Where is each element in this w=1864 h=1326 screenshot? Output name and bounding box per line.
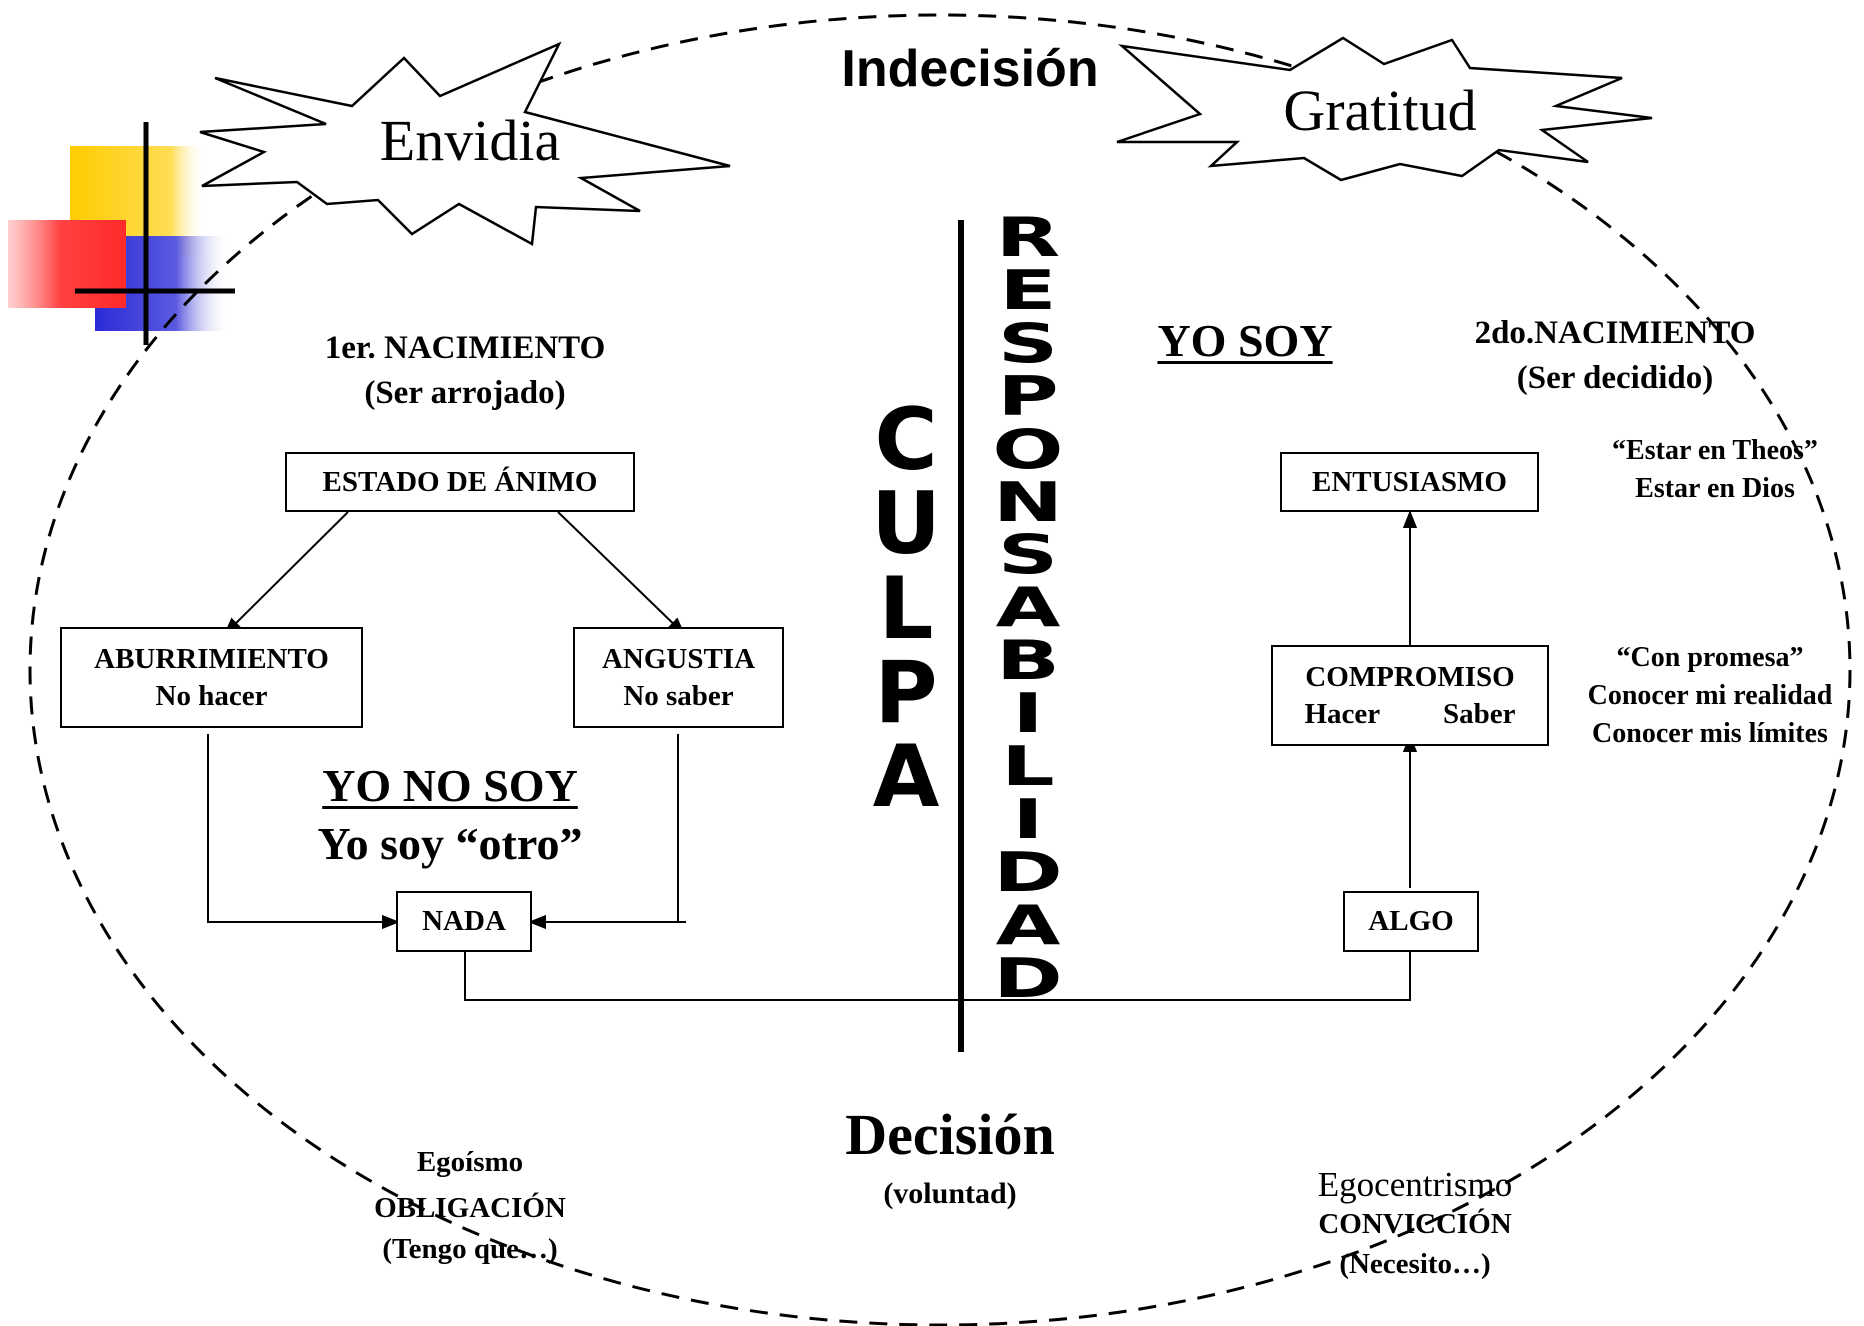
decision-label: Decisión: [845, 1102, 1055, 1167]
second-birth-subtitle: (Ser decidido): [1516, 360, 1714, 396]
responsabilidad-letter: S: [997, 523, 1059, 587]
second-birth-title: 2do.NACIMIENTO: [1474, 315, 1756, 351]
yo-no-soy-heading: YO NO SOY: [322, 760, 578, 811]
saber-label: Saber: [1443, 697, 1516, 730]
indecision-title: Indecisión: [841, 40, 1099, 98]
compromiso-label: COMPROMISO: [1305, 661, 1515, 694]
entusiasmo-label: ENTUSIASMO: [1312, 465, 1507, 498]
responsabilidad-letter: L: [1001, 735, 1055, 799]
culpa-letter: P: [874, 642, 938, 743]
responsabilidad-letter: D: [993, 946, 1063, 1010]
responsabilidad-letter: R: [995, 206, 1061, 269]
first-birth-title: 1er. NACIMIENTO: [324, 330, 606, 366]
nada-label: NADA: [422, 905, 506, 938]
hacer-label: Hacer: [1304, 697, 1381, 730]
envidia-starburst: [199, 41, 731, 246]
responsabilidad-letter: N: [992, 470, 1064, 534]
estado-de-animo-box: ESTADO DE ÁNIMO: [285, 452, 635, 512]
dashed-ellipse: [28, 13, 1852, 1326]
aburrimiento-box: ABURRIMIENTO No hacer: [60, 627, 363, 728]
yo-soy-heading: YO SOY: [1157, 315, 1333, 366]
gratitud-label: Gratitud: [1283, 78, 1477, 143]
voluntad-label: (voluntad): [883, 1177, 1017, 1210]
responsabilidad-letter: I: [1012, 682, 1044, 746]
responsabilidad-letter: I: [1012, 787, 1044, 851]
responsabilidad-letter: B: [996, 629, 1060, 693]
egocentrismo-label: Egocentrismo: [1317, 1165, 1513, 1204]
culpa-letter: U: [871, 474, 941, 575]
bridge-line: [464, 952, 1411, 1001]
no-saber-label: No saber: [623, 679, 734, 712]
left-connectors: [207, 511, 686, 930]
responsabilidad-letter: D: [993, 840, 1063, 904]
envidia-label: Envidia: [379, 108, 561, 173]
gratitud-starburst: [1116, 36, 1653, 182]
yo-soy-otro-text: Yo soy “otro”: [317, 818, 583, 869]
estado-de-animo-label: ESTADO DE ÁNIMO: [322, 465, 598, 498]
algo-box: ALGO: [1343, 891, 1479, 952]
nada-box: NADA: [396, 891, 532, 952]
entusiasmo-box: ENTUSIASMO: [1280, 452, 1539, 512]
responsabilidad-letter: A: [995, 576, 1061, 640]
tengo-que-label: (Tengo que…): [382, 1233, 558, 1265]
aburrimiento-label: ABURRIMIENTO: [94, 643, 329, 676]
responsabilidad-letter: S: [997, 311, 1059, 375]
necesito-label: (Necesito…): [1339, 1248, 1491, 1280]
culpa-letter: C: [874, 390, 938, 490]
responsabilidad-letter: A: [995, 893, 1061, 957]
responsabilidad-letter: O: [992, 417, 1064, 481]
corner-logo: [8, 122, 235, 345]
egoismo-label: Egoísmo: [416, 1146, 524, 1178]
culpa-letter: A: [872, 727, 940, 828]
responsabilidad-letter: P: [997, 364, 1059, 428]
algo-label: ALGO: [1368, 905, 1454, 938]
con-promesa-label: “Con promesa”: [1616, 642, 1804, 673]
first-birth-subtitle: (Ser arrojado): [364, 375, 566, 411]
conviccion-label: CONVICCIÓN: [1318, 1208, 1512, 1240]
compromiso-box: COMPROMISO Hacer Saber: [1271, 645, 1549, 746]
conocer-limites-label: Conocer mis límites: [1592, 718, 1828, 749]
obligacion-label: OBLIGACIÓN: [374, 1192, 566, 1224]
responsabilidad-letter: E: [999, 258, 1057, 322]
angustia-label: ANGUSTIA: [601, 643, 756, 676]
angustia-box: ANGUSTIA No saber: [573, 627, 784, 728]
no-hacer-label: No hacer: [155, 679, 268, 712]
compromiso-sublabels: Hacer Saber: [1273, 696, 1547, 732]
conocer-realidad-label: Conocer mi realidad: [1587, 680, 1833, 711]
estar-en-dios-label: Estar en Dios: [1635, 473, 1795, 504]
culpa-letter: L: [878, 558, 934, 659]
estar-en-theos-label: “Estar en Theos”: [1612, 435, 1818, 466]
